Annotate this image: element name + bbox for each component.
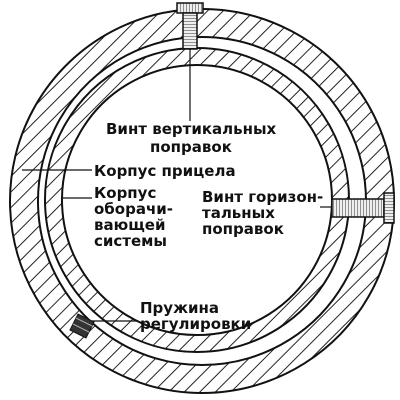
erector-tube-ring	[44, 47, 350, 353]
label-horizontal-screw: Винт горизон- тальных поправок	[202, 188, 328, 238]
label-erector-body: Корпус оборачи- вающей системы	[94, 184, 178, 250]
label-spring: Пружина регулировки	[140, 299, 251, 333]
spring-icon	[69, 313, 95, 339]
label-vertical-screw: Винт вертикальных поправок	[106, 120, 281, 156]
label-scope-body: Корпус прицела	[94, 162, 236, 180]
horizontal-screw-icon	[331, 192, 395, 224]
leader-lines	[22, 49, 332, 322]
scope-body-ring	[9, 8, 395, 394]
